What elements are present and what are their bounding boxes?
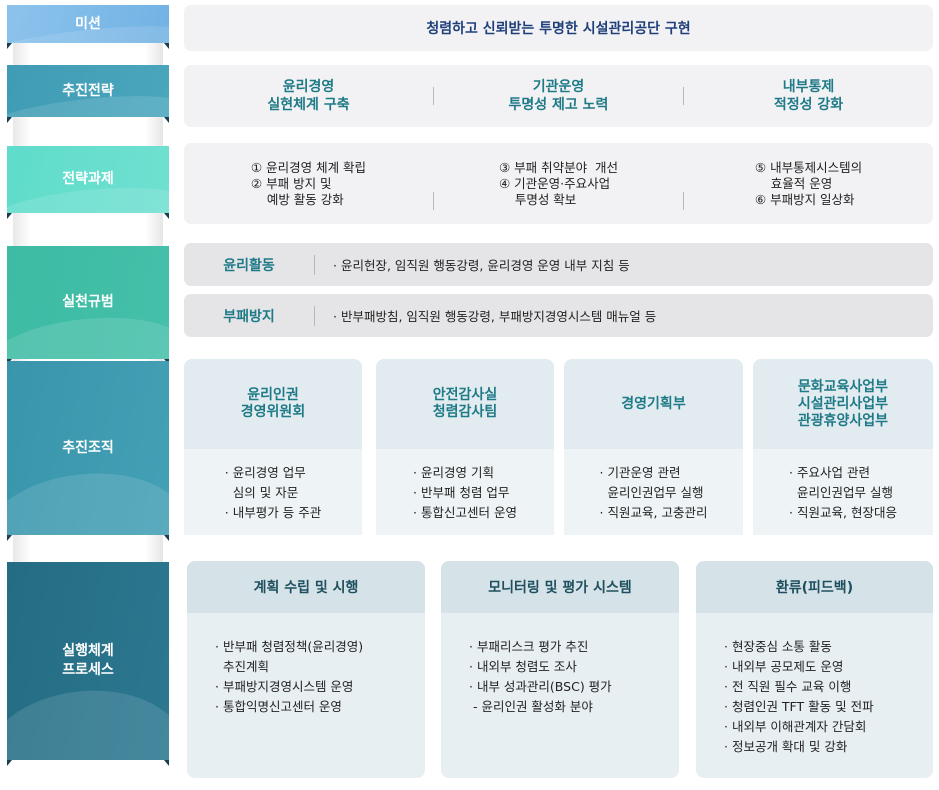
divider — [314, 254, 315, 275]
org-card-line: · 기관운영 관련 — [599, 465, 681, 480]
process-card-title: 계획 수립 및 시행 — [187, 561, 425, 613]
ribbon-fold-icon — [7, 43, 12, 49]
task-item: ④ 기관운영·주요사업 — [498, 175, 611, 191]
process-card-title: 모니터링 및 평가 시스템 — [441, 561, 679, 613]
org-card-line: · 반부패 청렴 업무 — [413, 485, 510, 500]
norm-row-ethics: 윤리활동 · 윤리헌장, 임직원 행동강령, 윤리경영 운영 내부 지침 등 — [184, 243, 933, 286]
process-line: · 전 직원 필수 교육 이행 — [724, 679, 852, 694]
org-card-title: 윤리인권 경영위원회 — [184, 359, 362, 449]
row-label-text: 추진조직 — [62, 439, 114, 456]
process-line: · 부패리스크 평가 추진 — [469, 639, 589, 654]
ribbon-fold-icon — [7, 213, 12, 219]
task-column: ① 윤리경영 체계 확립 ② 부패 방지 및 예방 활동 강화 — [184, 160, 433, 208]
process-card-title: 환류(피드백) — [696, 561, 933, 613]
row-label-text: 실행체계 프로세스 — [62, 643, 114, 678]
org-card-line: · 내부평가 등 주관 — [224, 505, 322, 520]
task-item: 예방 활동 강화 — [250, 191, 344, 207]
process-line: · 현장중심 소통 활동 — [724, 639, 832, 654]
process-line: · 반부패 청렴정책(윤리경영) — [215, 639, 364, 654]
org-card-line: · 직원교육, 현장대응 — [789, 505, 897, 520]
norm-title: 부패방지 — [223, 308, 275, 325]
task-item: 투명성 확보 — [498, 191, 577, 207]
process-line: 추진계획 — [215, 659, 269, 674]
process-card: 환류(피드백) · 현장중심 소통 활동 · 내외부 공모제도 운영 · 전 직… — [696, 561, 933, 778]
process-line: · 정보공개 확대 및 강화 — [724, 739, 848, 754]
connector-strip — [13, 535, 163, 562]
connector-strip — [13, 43, 163, 65]
task-column: ⑤ 내부통제시스템의 효율적 운영 ⑥ 부패방지 일상화 — [684, 160, 933, 208]
ribbon-fold-icon — [164, 43, 169, 49]
task-item: 효율적 운영 — [754, 175, 833, 191]
connector-strip — [13, 359, 163, 361]
org-card: 안전감사실 청렴감사팀 · 윤리경영 기획 · 반부패 청렴 업무 · 통합신고… — [376, 359, 554, 535]
process-line: · 청렴인권 TFT 활동 및 전파 — [724, 699, 874, 714]
org-card-title: 안전감사실 청렴감사팀 — [376, 359, 554, 449]
task-item: ② 부패 방지 및 — [250, 175, 332, 191]
process-line: · 내부 성과관리(BSC) 평가 — [469, 679, 612, 694]
task-item: ⑤ 내부통제시스템의 — [754, 159, 863, 175]
strategy-item: 윤리경영 실현체계 구축 — [267, 79, 350, 113]
divider — [433, 192, 434, 210]
org-card-line: 심의 및 자문 — [224, 485, 299, 500]
org-card: 윤리인권 경영위원회 · 윤리경영 업무 심의 및 자문 · 내부평가 등 주관 — [184, 359, 362, 535]
org-card: 문화교육사업부 시설관리사업부 관광휴양사업부 · 주요사업 관련 윤리인권업무… — [753, 359, 933, 535]
process-line: · 통합익명신고센터 운영 — [215, 699, 342, 714]
norm-description: · 윤리헌장, 임직원 행동강령, 윤리경영 운영 내부 지침 등 — [333, 258, 630, 273]
org-card-line: · 윤리경영 기획 — [413, 465, 494, 480]
process-line: · 부패방지경영시스템 운영 — [215, 679, 354, 694]
connector-strip — [13, 117, 163, 146]
divider — [683, 192, 684, 210]
ribbon-fold-icon — [164, 117, 169, 123]
org-card-title: 경영기획부 — [564, 359, 743, 449]
org-card-line: · 윤리경영 업무 — [224, 465, 306, 480]
task-item: ③ 부패 취약분야 개선 — [498, 159, 619, 175]
ribbon-fold-icon — [164, 535, 169, 541]
task-item: ① 윤리경영 체계 확립 — [250, 159, 367, 175]
org-card-line: · 통합신고센터 운영 — [413, 505, 517, 520]
process-line: - 윤리인권 활성화 분야 — [469, 699, 593, 714]
norm-title: 윤리활동 — [223, 257, 275, 274]
strategy-item: 내부통제 적정성 강화 — [773, 79, 844, 113]
row-label-mission: 미션 — [7, 5, 169, 43]
norm-description: · 반부패방침, 임직원 행동강령, 부패방지경영시스템 매뉴얼 등 — [333, 309, 657, 324]
strategy-panel: 윤리경영 실현체계 구축 기관운영 투명성 제고 노력 내부통제 적정성 강화 — [184, 65, 933, 127]
tasks-panel: ① 윤리경영 체계 확립 ② 부패 방지 및 예방 활동 강화 ③ 부패 취약분… — [184, 143, 933, 224]
strategy-item: 기관운영 투명성 제고 노력 — [508, 79, 609, 113]
divider — [433, 87, 434, 105]
row-label-process: 실행체계 프로세스 — [7, 562, 169, 760]
mission-statement: 청렴하고 신뢰받는 투명한 시설관리공단 구현 — [426, 21, 691, 37]
task-item: ⑥ 부패방지 일상화 — [754, 191, 855, 207]
task-column: ③ 부패 취약분야 개선 ④ 기관운영·주요사업 투명성 확보 — [434, 160, 683, 208]
row-label-organization: 추진조직 — [7, 361, 169, 535]
divider — [683, 87, 684, 105]
process-card: 계획 수립 및 시행 · 반부패 청렴정책(윤리경영) 추진계획 · 부패방지경… — [187, 561, 425, 778]
process-line: · 내외부 이해관계자 간담회 — [724, 719, 867, 734]
norm-row-anticorruption: 부패방지 · 반부패방침, 임직원 행동강령, 부패방지경영시스템 매뉴얼 등 — [184, 294, 933, 337]
ribbon-fold-icon — [7, 117, 12, 123]
org-card-title: 문화교육사업부 시설관리사업부 관광휴양사업부 — [753, 359, 933, 449]
org-card-line: · 주요사업 관련 — [789, 465, 870, 480]
connector-strip — [13, 213, 163, 246]
ribbon-fold-icon — [164, 213, 169, 219]
row-label-text: 추진전략 — [62, 82, 114, 99]
org-card: 경영기획부 · 기관운영 관련 윤리인권업무 실행 · 직원교육, 고충관리 — [564, 359, 743, 535]
org-card-line: · 직원교육, 고충관리 — [599, 505, 708, 520]
process-line: · 내외부 청렴도 조사 — [469, 659, 577, 674]
row-label-norms: 실천규범 — [7, 246, 169, 359]
row-label-tasks: 전략과제 — [7, 146, 169, 213]
ribbon-fold-icon — [164, 760, 169, 766]
ribbon-fold-icon — [7, 760, 12, 766]
process-card: 모니터링 및 평가 시스템 · 부패리스크 평가 추진 · 내외부 청렴도 조사… — [441, 561, 679, 778]
mission-panel: 청렴하고 신뢰받는 투명한 시설관리공단 구현 — [184, 5, 933, 51]
row-label-text: 전략과제 — [62, 171, 114, 187]
org-card-line: 윤리인권업무 실행 — [599, 485, 704, 500]
org-card-line: 윤리인권업무 실행 — [789, 485, 893, 500]
process-line: · 내외부 공모제도 운영 — [724, 659, 844, 674]
row-label-text: 실천규범 — [62, 294, 114, 310]
row-label-text: 미션 — [75, 15, 101, 32]
divider — [314, 305, 315, 326]
row-label-strategy: 추진전략 — [7, 65, 169, 117]
ribbon-fold-icon — [7, 535, 12, 541]
